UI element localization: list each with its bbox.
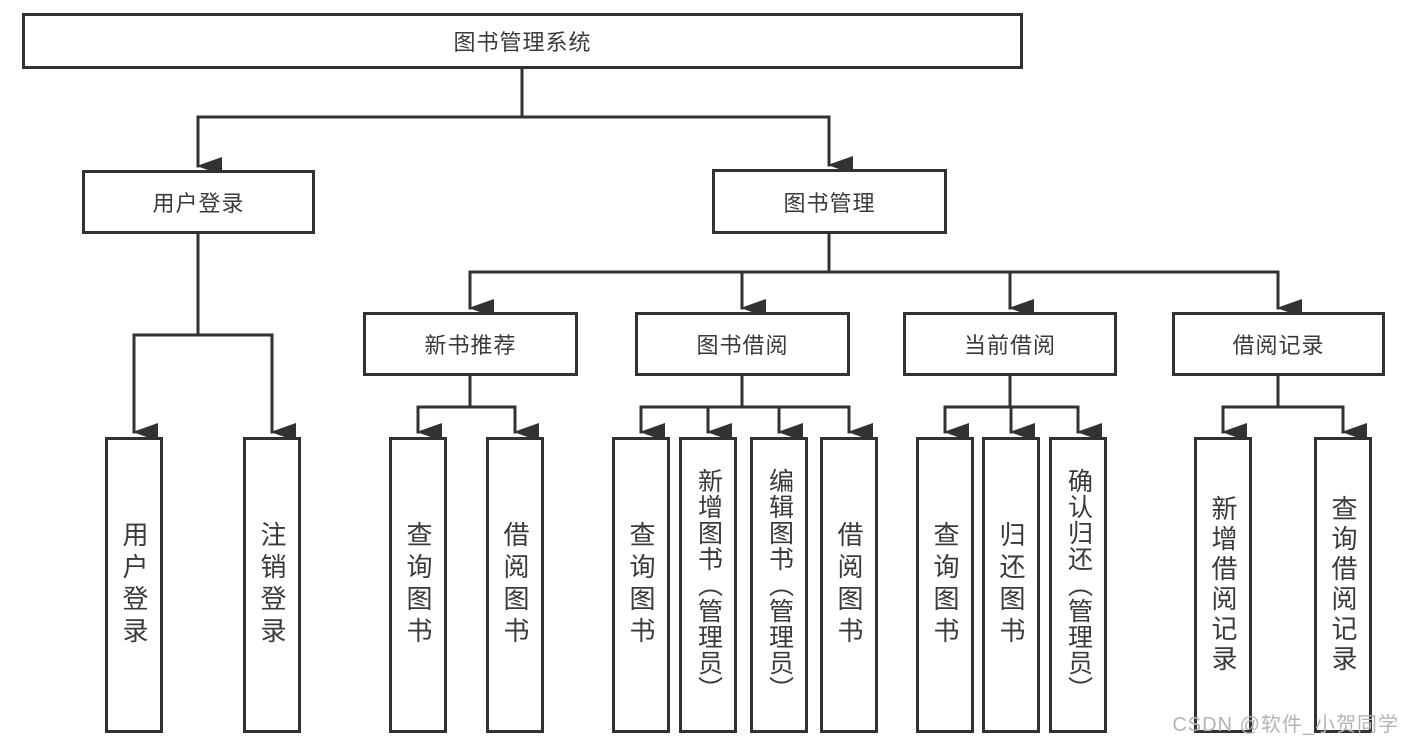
leaf-borrow-books-2: 借阅图书 [820,437,878,733]
leaf-return-books: 归还图书 [982,437,1040,733]
node-new-book-recommend: 新书推荐 [363,312,578,376]
leaf-add-borrow-record: 新增借阅记录 [1194,437,1252,733]
node-book-borrow: 图书借阅 [635,312,850,376]
node-book-management: 图书管理 [712,169,947,234]
leaf-borrow-books-1: 借阅图书 [486,437,544,733]
leaf-query-books-3: 查询图书 [916,437,974,733]
leaf-add-book-admin: 新增图书（管理员） [679,437,737,733]
leaf-edit-book-admin: 编辑图书（管理员） [750,437,808,733]
node-borrow-records: 借阅记录 [1172,312,1385,376]
leaf-query-borrow-record: 查询借阅记录 [1314,437,1372,733]
leaf-query-books-1: 查询图书 [389,437,447,733]
leaf-confirm-return-admin: 确认归还（管理员） [1049,437,1107,733]
leaf-query-books-2: 查询图书 [612,437,670,733]
node-root: 图书管理系统 [22,13,1023,69]
watermark-text: CSDN @软件_小贺同学 [1172,714,1399,736]
node-user-login: 用户登录 [82,170,315,234]
leaf-user-login: 用户登录 [105,437,163,733]
node-current-borrow: 当前借阅 [903,312,1117,376]
leaf-logout: 注销登录 [243,437,301,733]
